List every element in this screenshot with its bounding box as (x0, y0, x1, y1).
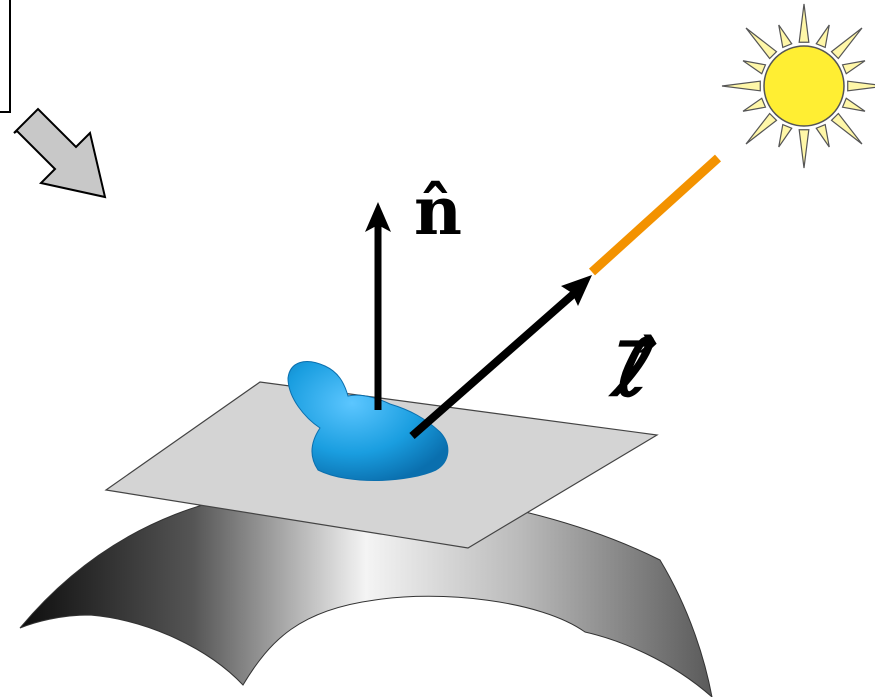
light-vector-arrow (409, 275, 592, 440)
frame-edge (0, 0, 11, 113)
sun-ray (841, 60, 866, 75)
normal-label: n̂ (414, 172, 462, 250)
sun-ray (721, 80, 761, 92)
sun-ray (745, 112, 778, 145)
sun-ray (745, 27, 778, 60)
sun-ray (742, 60, 767, 75)
sun-ray (830, 27, 863, 60)
light-ray (588, 154, 722, 276)
light-vector-label: ℓ⃗ (612, 323, 645, 414)
sun-ray (830, 112, 863, 145)
sun-ray (847, 80, 875, 92)
sun-ray (841, 97, 866, 112)
sun-ray (815, 24, 830, 49)
sun-ray (778, 123, 793, 148)
sun-ray (778, 24, 793, 49)
sun-icon (721, 3, 875, 169)
down-right-arrow-icon (13, 107, 107, 199)
brdf-lobe (287, 361, 449, 481)
sun-ray (798, 129, 810, 169)
sun-ray (815, 123, 830, 148)
sun-ray (798, 3, 810, 43)
sun-disc (763, 45, 845, 127)
sun-ray (742, 97, 767, 112)
normal-arrow (365, 202, 391, 410)
